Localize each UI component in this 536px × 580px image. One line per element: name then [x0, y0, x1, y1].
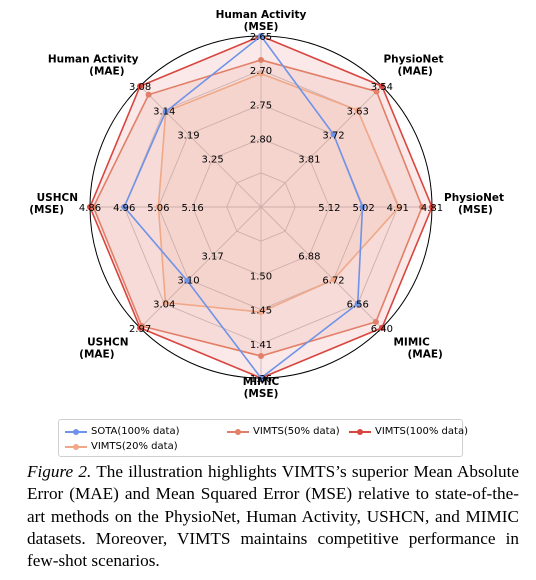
axis-label-5-line1: MIMIC [243, 376, 280, 388]
tick-label-axis3-3: 5.02 [352, 203, 374, 214]
series-3-point-5 [258, 353, 264, 360]
axis-label-8-line2: (MAE) [89, 66, 124, 78]
tick-label-axis6-3: 3.10 [177, 276, 199, 287]
legend-label-vimts-20: VIMTS(20% data) [91, 441, 178, 452]
series-2-point-5 [258, 309, 264, 316]
tick-label-axis3-1: 4.81 [421, 203, 443, 214]
series-3-point-2 [373, 88, 380, 95]
chart-legend: SOTA(100% data) VIMTS(50% data) VIMTS(10… [58, 419, 468, 457]
series-1-point-8 [162, 108, 169, 115]
series-3-point-7 [90, 204, 97, 210]
tick-label-axis7-3: 5.06 [147, 203, 169, 214]
series-3-point-1 [258, 56, 264, 63]
axis-label-8-line1: Human Activity [48, 54, 139, 66]
tick-label-axis1-4: 2.80 [250, 135, 272, 146]
axis-label-2-line2: (MAE) [397, 66, 432, 78]
tick-label-axis8-1: 3.08 [129, 82, 151, 93]
caption-text: The illustration highlights VIMTS’s supe… [27, 462, 519, 571]
axis-label-6-line1: USHCN [87, 336, 128, 348]
series-4-point-8 [137, 83, 144, 90]
tick-label-axis4-2: 6.56 [347, 300, 369, 311]
tick-label-axis7-4: 5.16 [181, 203, 203, 214]
tick-label-axis3-4: 5.12 [318, 203, 340, 214]
series-2-point-1 [258, 70, 264, 77]
grid-spoke-4 [260, 206, 383, 329]
tick-label-axis5-3: 1.45 [250, 306, 272, 317]
tick-label-axis7-2: 4.96 [113, 203, 135, 214]
tick-label-axis2-3: 3.72 [322, 130, 344, 141]
series-1-point-5 [258, 375, 264, 381]
tick-label-axis4-4: 6.88 [298, 251, 320, 262]
caption-label: Figure 2. [27, 462, 92, 481]
tick-label-axis3-2: 4.91 [387, 203, 409, 214]
tick-label-axis5-4: 1.50 [250, 271, 272, 282]
tick-label-axis1-2: 2.70 [250, 66, 272, 77]
figure-caption: Figure 2. The illustration highlights VI… [27, 461, 519, 572]
axis-label-5-line2: (MSE) [244, 388, 279, 400]
series-3-point-6 [138, 323, 145, 330]
tick-label-axis6-1: 2.97 [129, 324, 151, 335]
legend-swatch-sota-100 [65, 427, 87, 437]
series-4-point-3 [429, 204, 435, 210]
legend-label-vimts-100: VIMTS(100% data) [375, 426, 468, 437]
axis-label-4-line1: MIMIC [393, 336, 430, 348]
tick-label-axis5-2: 1.41 [250, 340, 272, 351]
series-3-point-8 [145, 91, 152, 98]
tick-label-axis7-1: 4.86 [79, 203, 101, 214]
tick-label-axis4-3: 6.72 [322, 276, 344, 287]
series-2-point-2 [354, 107, 361, 114]
series-1-point-3 [359, 204, 366, 210]
series-4-point-2 [378, 83, 385, 90]
legend-swatch-vimts-100 [349, 427, 371, 437]
axis-label-7-line2: (MSE) [29, 204, 64, 216]
grid-spoke-8 [139, 85, 262, 208]
tick-label-axis6-2: 3.04 [153, 300, 175, 311]
tick-label-axis2-2: 3.63 [347, 106, 369, 117]
tick-label-axis1-1: 2.65 [250, 32, 272, 43]
axis-label-4-line2: (MAE) [407, 348, 442, 360]
legend-item-sota-100: SOTA(100% data) [65, 426, 180, 437]
legend-item-vimts-100: VIMTS(100% data) [349, 426, 468, 437]
tick-label-axis4-1: 6.40 [371, 324, 393, 335]
series-2-point-4 [330, 276, 337, 283]
tick-label-axis6-4: 3.17 [202, 251, 224, 262]
legend-label-sota-100: SOTA(100% data) [91, 426, 180, 437]
legend-item-vimts-20: VIMTS(20% data) [65, 441, 178, 452]
axis-label-3-line1: PhysioNet [444, 192, 504, 204]
tick-label-axis2-4: 3.81 [298, 155, 320, 166]
series-3-point-3 [419, 204, 426, 210]
axis-label-2-line1: PhysioNet [383, 54, 443, 66]
series-1-point-2 [330, 131, 337, 138]
series-1-point-4 [354, 300, 361, 307]
series-2-point-6 [162, 299, 169, 306]
legend-swatch-vimts-50 [227, 427, 249, 437]
series-1-point-6 [184, 277, 191, 284]
legend-item-vimts-50: VIMTS(50% data) [227, 426, 340, 437]
grid-spoke-6 [139, 206, 262, 329]
tick-label-axis8-2: 3.14 [153, 106, 175, 117]
tick-label-axis1-3: 2.75 [250, 100, 272, 111]
axis-label-3-line2: (MSE) [458, 204, 493, 216]
series-2-point-7 [155, 204, 162, 210]
tick-label-axis2-1: 3.54 [371, 82, 393, 93]
tick-label-axis8-4: 3.25 [202, 155, 224, 166]
tick-label-axis5-1: 1.36 [250, 374, 272, 385]
legend-label-vimts-50: VIMTS(50% data) [253, 426, 340, 437]
series-1-point-7 [121, 204, 128, 210]
radar-chart-area: 2.65 2.70 2.75 2.80 3.54 3.63 3.72 3.81 4.81 4.91… [29, 9, 504, 400]
legend-swatch-vimts-20 [65, 442, 87, 452]
axis-label-1-line2: (MSE) [244, 21, 279, 33]
series-2-point-3 [395, 204, 402, 210]
axis-label-6-line2: (MAE) [79, 348, 114, 360]
series-4-point-4 [378, 324, 385, 331]
radar-chart: 2.65 2.70 2.75 2.80 3.54 3.63 3.72 3.81 4.81 4.91… [29, 9, 504, 400]
series-1-point-1 [258, 33, 264, 39]
tick-label-axis8-3: 3.19 [177, 130, 199, 141]
axis-label-7-line1: USHCN [37, 192, 78, 204]
grid-spoke-2 [260, 85, 383, 208]
series-3-point-4 [372, 318, 379, 325]
axis-label-1-line1: Human Activity [216, 9, 307, 21]
